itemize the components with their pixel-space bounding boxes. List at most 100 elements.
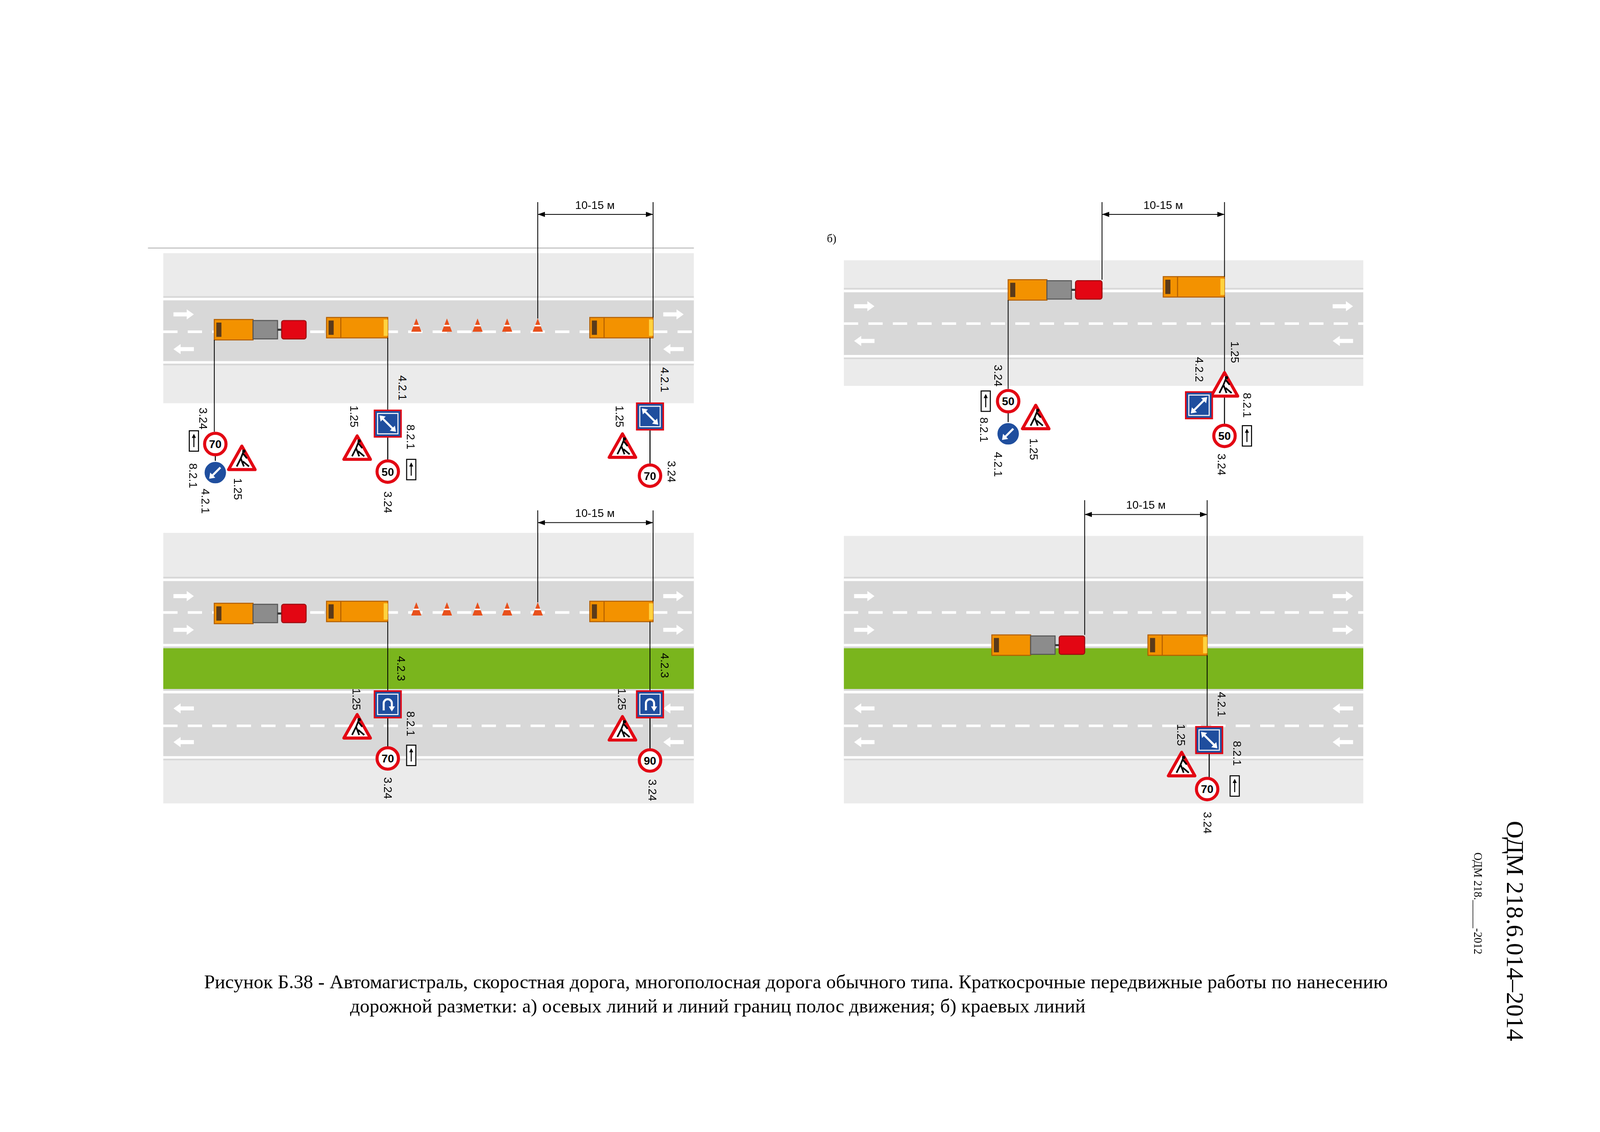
cone-stripe — [474, 608, 481, 610]
truck-body — [992, 634, 1031, 656]
sign-code: 3.24 — [382, 491, 394, 514]
truck-body — [1148, 634, 1208, 656]
lane-arrow — [1332, 624, 1354, 635]
leader-line — [1224, 202, 1226, 277]
solid-marking — [163, 755, 694, 759]
leader-line — [387, 621, 389, 691]
lane-arrow — [173, 590, 194, 601]
dimension-arrow — [1101, 211, 1110, 217]
leader-line — [652, 510, 654, 602]
speed-limit-sign: 70 — [375, 745, 400, 771]
speed-value: 50 — [381, 465, 394, 478]
leader-line — [537, 202, 539, 319]
sign-code: 1.25 — [1028, 437, 1040, 460]
solid-marking — [843, 578, 1364, 582]
truck-cab-window — [1010, 282, 1016, 297]
speed-limit-sign: 70 — [637, 463, 663, 489]
worker-symbol — [352, 721, 365, 735]
dimension-arrow — [645, 519, 654, 525]
plate-arrow-head — [1244, 428, 1249, 433]
direction-sign-board — [636, 403, 664, 430]
sign-code: 8.2.1 — [1241, 392, 1253, 418]
sign-arrow — [381, 417, 395, 430]
truck-cab-line — [340, 317, 342, 338]
service-truck — [1148, 634, 1208, 656]
sign-code: 4.2.3 — [395, 655, 407, 681]
speed-value: 70 — [643, 469, 656, 482]
sign-code: 4.2.1 — [396, 375, 408, 401]
dimension-label: 10-15 м — [572, 507, 617, 520]
plate-arrow-head — [983, 394, 988, 399]
sign-code: 4.2.2 — [1193, 357, 1205, 383]
cone-stripe — [534, 324, 541, 327]
lane-arrow — [854, 301, 875, 312]
sign-border — [1188, 394, 1210, 416]
leader-line — [1206, 654, 1208, 727]
truck-body — [326, 317, 388, 338]
truck-tank — [1030, 635, 1056, 655]
leader-line — [649, 621, 651, 691]
speed-value: 50 — [1002, 395, 1015, 407]
dashed-marking — [163, 724, 694, 728]
dashed-marking — [843, 724, 1364, 728]
panel-letter: б) — [826, 233, 837, 245]
dimension-line — [537, 522, 654, 524]
road-works-sign-1-25 — [1022, 405, 1050, 429]
tow-bar — [1054, 644, 1060, 646]
truck-body — [1163, 276, 1225, 297]
road-band — [163, 760, 694, 804]
sign-arrow — [1192, 399, 1206, 412]
leader-line — [1101, 202, 1103, 280]
speed-value: 50 — [1218, 430, 1231, 442]
worker-symbol — [1219, 379, 1232, 393]
lane-arrow — [173, 702, 194, 713]
sign-code: 8.2.1 — [1231, 740, 1243, 766]
truck-cab-window — [1165, 279, 1171, 294]
lane-arrow — [173, 309, 194, 320]
truck-tank — [253, 320, 278, 339]
solid-marking — [163, 297, 694, 301]
dimension-line — [1084, 514, 1207, 515]
traffic-cone — [411, 318, 422, 332]
lane-arrow — [1332, 736, 1354, 747]
solid-marking — [163, 690, 694, 694]
worker-symbol — [352, 442, 365, 457]
leader-line — [1206, 499, 1208, 635]
sign-arrow-head — [379, 415, 386, 422]
lane-arrow — [663, 624, 684, 635]
sign-border — [639, 405, 661, 427]
truck-cab-line — [1177, 276, 1179, 297]
sign-code: 4.2.1 — [1215, 691, 1228, 717]
cone-stripe — [413, 608, 420, 610]
sign-arrow-head — [389, 425, 396, 432]
extent-plate-8-2-1 — [1230, 775, 1240, 796]
lane-arrow — [663, 736, 684, 747]
cone-stripe — [443, 608, 450, 610]
sign-code: 3.24 — [992, 364, 1004, 387]
truck-cab-line — [603, 317, 605, 338]
extent-plate-8-2-1 — [406, 459, 416, 480]
truck-cab-window — [993, 637, 999, 652]
service-truck — [326, 317, 388, 338]
road-band — [163, 576, 694, 649]
direction-sign-board — [1185, 391, 1213, 419]
sign-arrow-head — [652, 418, 659, 425]
traffic-cone — [441, 602, 452, 616]
sign-arrow-head — [209, 472, 216, 479]
traffic-cone — [502, 318, 513, 332]
sign-post — [649, 429, 651, 466]
service-truck — [1163, 276, 1225, 297]
truck-cab-window — [592, 603, 598, 619]
road-band — [843, 688, 1364, 761]
dimension-label: 10-15 м — [1124, 499, 1169, 511]
lane-arrow — [854, 335, 875, 346]
solid-marking — [163, 578, 694, 582]
sign-arrow-head — [1002, 433, 1008, 440]
marking-trailer — [281, 320, 307, 339]
solid-marking — [843, 354, 1364, 358]
cone-stripe — [474, 324, 481, 327]
rear-light-bar — [1220, 278, 1225, 296]
traffic-cone — [441, 318, 452, 332]
sign-code: 3.24 — [197, 407, 209, 430]
